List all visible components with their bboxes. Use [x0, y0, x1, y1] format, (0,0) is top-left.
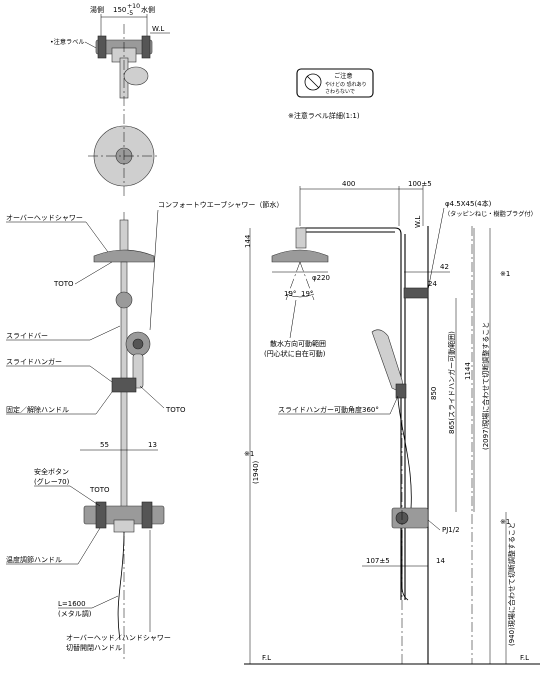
- side-riser-pipe: [300, 227, 402, 600]
- dim-940: (940)現場に合わせて切断調整すること: [507, 522, 516, 646]
- front-slide-hanger: [111, 377, 137, 393]
- caution-label-box: ご注意 やけどの 恐れあり さわらないで ※注意ラベル詳細(1:1): [288, 68, 374, 120]
- front-bar-bracket: [115, 291, 133, 309]
- side-slide-hanger: [395, 383, 407, 399]
- dim-42: 42: [440, 263, 449, 271]
- dim-865: 865(スライドハンガー可動範囲): [447, 331, 456, 434]
- screw-note-label: （タッピンねじ・樹脂プラグ付）: [444, 210, 537, 218]
- top-handshower-head: [123, 66, 149, 86]
- top-left-handle: [97, 35, 107, 59]
- front-temp-handle: [95, 501, 107, 529]
- caution-detail-caption: ※注意ラベル詳細(1:1): [288, 111, 360, 120]
- dim-1940: (1940): [252, 460, 260, 484]
- slide-hanger-label: スライドハンガー: [6, 357, 62, 366]
- side-wall-bracket: [403, 287, 429, 299]
- screw-spec-label: φ4.5X45(4本): [445, 199, 492, 208]
- dim-850: 850: [430, 387, 438, 400]
- dim-2097: (2097)現場に合わせて切断調整すること: [481, 322, 490, 450]
- overhead-shower-label: オーバーヘッドシャワー: [6, 214, 83, 222]
- mark-1a: ※1: [500, 270, 510, 278]
- side-overhead-head: [271, 249, 329, 263]
- comfort-shower-label: コンフォートウエーブシャワー（節水）: [158, 200, 283, 209]
- temp-handle-label: 温度調節ハンドル: [6, 555, 62, 564]
- toto-hand-label: TOTO: [165, 406, 186, 414]
- mark-1b: ※1: [500, 518, 510, 526]
- front-switch-handle: [141, 501, 153, 529]
- toto-body-label: TOTO: [89, 486, 110, 494]
- dim-55: 55: [100, 441, 109, 449]
- mark-1-left: ※1: [244, 450, 254, 458]
- side-hose: [397, 397, 412, 521]
- dim-14: 14: [436, 557, 445, 565]
- front-overhead-arm: [119, 219, 129, 255]
- front-elevation-view: オーバーヘッドシャワー TOTO コンフォートウエーブシャワー（節水） スライド…: [6, 200, 283, 660]
- caution-box-line2: さわらないで: [325, 88, 355, 95]
- caution-box-title: ご注意: [334, 72, 353, 80]
- dim-107: 107±5: [366, 557, 390, 565]
- angle-a: 19°: [284, 290, 296, 298]
- top-wl-label: W.L: [152, 25, 164, 33]
- front-outlet: [113, 519, 135, 533]
- front-overhead-head: [93, 249, 155, 263]
- front-hand-shower-center: [132, 338, 144, 350]
- switch-handle-label-2: 切替開閉ハンドル: [66, 643, 122, 652]
- dim-144: 144: [244, 234, 252, 248]
- spray-note-2: (円心状に自在可動): [264, 349, 326, 358]
- hot-side-label: 湯側: [90, 5, 104, 14]
- top-tol-plus: +10: [127, 3, 140, 10]
- caution-box-line1: やけどの 恐れあり: [325, 81, 367, 88]
- slide-bar-label: スライドバー: [6, 332, 48, 340]
- dia-220: φ220: [312, 274, 330, 282]
- hanger-angle-label: スライドハンガー可動角度360°: [278, 405, 379, 414]
- front-hose: [117, 531, 125, 641]
- fl-left-label: F.L: [262, 654, 271, 662]
- pj-label: PJ1/2: [442, 526, 460, 534]
- hose-type-label: (メタル調): [58, 609, 92, 618]
- side-elevation-view: 400 100±5 φ4.5X45(4本) （タッピンねじ・樹脂プラグ付） W.…: [244, 180, 540, 665]
- side-wl-label: W.L: [414, 216, 422, 228]
- side-head-joint: [295, 227, 307, 249]
- caution-label-text: •注意ラベル: [50, 38, 85, 46]
- top-plan-view: 湯側 水側 150 +10 -5 W.L •注意ラベル: [50, 3, 170, 196]
- side-hand-shower: [371, 329, 403, 391]
- top-right-handle: [141, 35, 151, 59]
- dim-1144: 1144: [464, 362, 472, 380]
- switch-handle-label-1: オーバーヘッド／ハンドシャワー: [66, 634, 171, 642]
- fix-handle-label: 固定／解除ハンドル: [6, 405, 69, 414]
- angle-b: 19°: [301, 290, 313, 298]
- dim-13: 13: [148, 441, 157, 449]
- hose-length-label: L=1600: [58, 600, 86, 608]
- spray-note: 散水方向可動範囲: [270, 339, 326, 348]
- safety-button-label: 安全ボタン: [34, 467, 69, 476]
- safety-gray-label: (グレー70): [34, 477, 70, 486]
- fl-right-label: F.L: [520, 654, 529, 662]
- dim-100: 100±5: [408, 180, 432, 188]
- dim-24: 24: [428, 280, 437, 288]
- toto-head-label: TOTO: [53, 280, 74, 288]
- top-spacing-dim: 150: [113, 6, 126, 14]
- top-tol-minus: -5: [127, 10, 133, 17]
- dim-400: 400: [342, 180, 355, 188]
- cold-side-label: 水側: [141, 5, 155, 14]
